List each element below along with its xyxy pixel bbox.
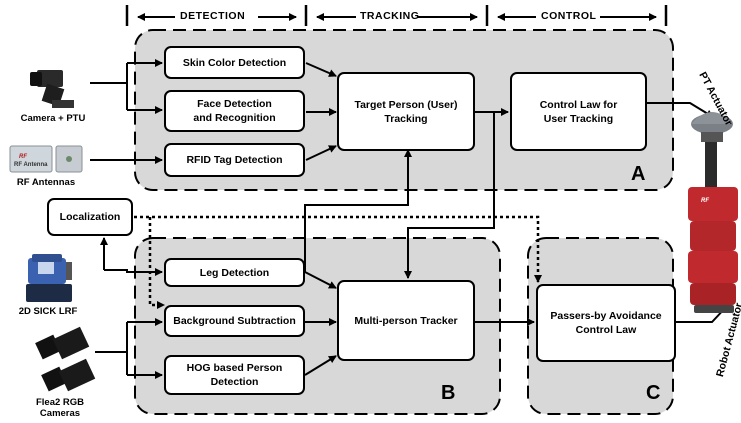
face-detection-block: Face Detection and Recognition xyxy=(164,90,305,132)
flea-cameras-label: Flea2 RGB Cameras xyxy=(20,397,100,419)
region-b-label: B xyxy=(441,382,456,404)
rfid-tag-detection-block: RFID Tag Detection xyxy=(164,143,305,177)
target-tracking-line1: Target Person (User) xyxy=(354,98,458,111)
region-c-label: C xyxy=(646,382,661,404)
hog-detection-line2: Detection xyxy=(210,376,259,388)
rf-antennas-icon: RF RF Antenna xyxy=(9,145,83,173)
svg-text:RF: RF xyxy=(19,154,27,160)
sick-lrf-label: 2D SICK LRF xyxy=(18,306,78,317)
passers-by-line2: Control Law xyxy=(575,324,637,336)
multi-person-tracker-block: Multi-person Tracker xyxy=(337,280,475,361)
hog-detection-line1: HOG based Person xyxy=(186,362,283,374)
sick-lrf-icon xyxy=(26,254,72,302)
target-tracking-line2: Tracking xyxy=(384,112,428,125)
user-tracking-control-law-block: Control Law for User Tracking xyxy=(510,72,647,151)
flea-cameras-label-line2: Cameras xyxy=(39,408,81,419)
control-law-line1: Control Law for xyxy=(539,98,618,111)
header-rule xyxy=(125,5,668,26)
target-person-tracking-block: Target Person (User) Tracking xyxy=(337,72,475,151)
rf-device-text: RF Antenna xyxy=(14,162,48,168)
rf-antennas-label: RF Antennas xyxy=(16,177,76,188)
header-detection: DETECTION xyxy=(180,10,246,22)
control-law-line2: User Tracking xyxy=(543,112,614,125)
background-subtraction-block: Background Subtraction xyxy=(164,305,305,337)
camera-ptu-label: Camera + PTU xyxy=(20,113,86,124)
passers-by-avoidance-block: Passers-by Avoidance Control Law xyxy=(536,284,676,362)
connectors xyxy=(90,59,729,379)
leg-detection-block: Leg Detection xyxy=(164,258,305,287)
flea-cameras-label-line1: Flea2 RGB xyxy=(35,397,85,408)
localization-block: Localization xyxy=(47,198,133,236)
localization-dotted-path xyxy=(134,215,542,309)
hog-person-detection-block: HOG based Person Detection xyxy=(164,355,305,395)
face-detection-line1: Face Detection xyxy=(197,98,272,110)
flea-cameras-icon xyxy=(35,326,96,392)
header-control: CONTROL xyxy=(541,10,597,22)
svg-text:RF: RF xyxy=(701,198,709,204)
robot-icon: RF xyxy=(688,112,738,313)
region-a-label: A xyxy=(631,163,646,185)
skin-color-detection-block: Skin Color Detection xyxy=(164,46,305,79)
passers-by-line1: Passers-by Avoidance xyxy=(550,310,662,322)
header-tracking: TRACKING xyxy=(360,10,420,22)
camera-ptu-icon xyxy=(30,70,74,108)
face-detection-line2: and Recognition xyxy=(193,112,276,124)
